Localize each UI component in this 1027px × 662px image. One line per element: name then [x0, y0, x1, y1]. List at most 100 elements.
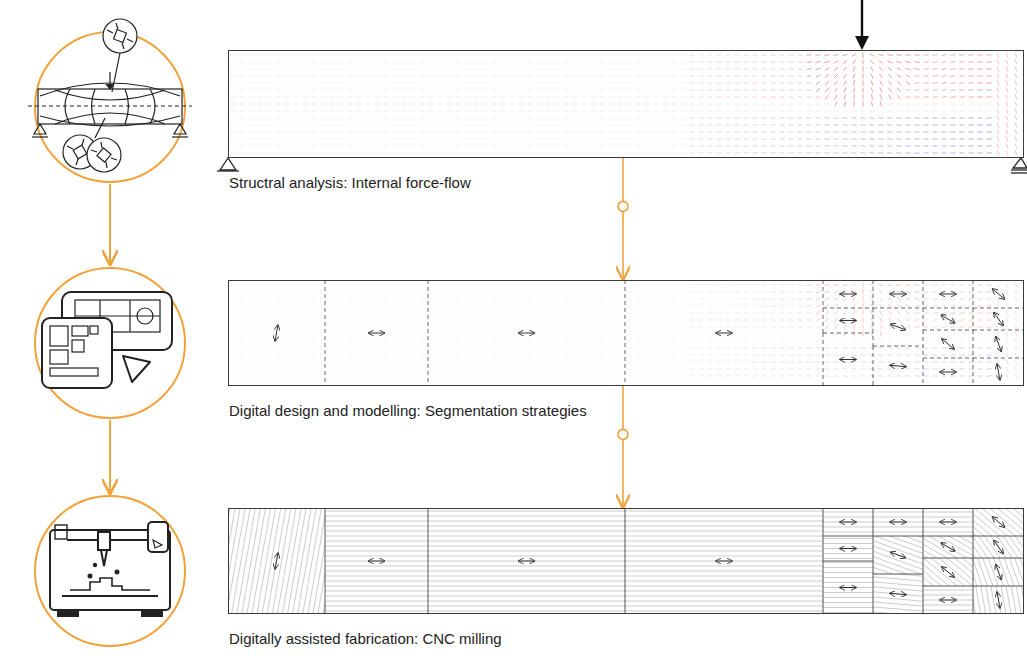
force-flow-dash [959, 75, 964, 77]
force-flow-dash [257, 320, 262, 321]
force-flow-dash [644, 355, 649, 356]
force-flow-dash [788, 82, 793, 84]
force-flow-dash [743, 131, 748, 133]
force-flow-dash [590, 334, 595, 335]
force-flow-dash [302, 139, 307, 140]
force-flow-dash [491, 313, 496, 314]
force-flow-dash [734, 145, 739, 147]
force-flow-dash [545, 376, 550, 377]
force-flow-dash [320, 320, 325, 321]
force-flow-dash [644, 90, 649, 91]
force-flow-dash [851, 111, 856, 112]
force-flow-dash [968, 104, 973, 105]
force-flow-dash [872, 101, 873, 106]
force-flow-dash [932, 68, 937, 70]
force-flow-dash [266, 146, 271, 147]
force-flow-dash [896, 145, 901, 147]
force-flow-dash [923, 138, 928, 139]
force-flow-dash [302, 90, 307, 91]
force-flow-dash [653, 285, 658, 286]
force-flow-dash [617, 320, 622, 321]
force-flow-dash [707, 75, 712, 77]
force-flow-dash [626, 146, 631, 147]
force-flow-dash [311, 118, 316, 119]
force-flow-dash [770, 61, 775, 62]
force-flow-dash [536, 334, 541, 335]
force-flow-dash [500, 62, 505, 63]
force-flow-dash [455, 153, 460, 154]
force-flow-dash [419, 153, 424, 154]
force-flow-dash [653, 146, 658, 147]
force-flow-dash [1006, 88, 1008, 93]
force-flow-dash [428, 313, 433, 314]
force-flow-dash [923, 152, 928, 153]
force-flow-dash [428, 139, 433, 140]
force-flow-dash [455, 146, 460, 147]
force-flow-dash [356, 313, 361, 314]
force-flow-dash [374, 285, 379, 286]
force-flow-dash [932, 117, 937, 118]
force-flow-dash [311, 348, 316, 349]
force-flow-dash [941, 69, 946, 70]
force-flow-dash [320, 285, 325, 286]
force-flow-dash [644, 55, 649, 56]
force-flow-dash [428, 341, 433, 342]
force-flow-dash [816, 81, 820, 84]
force-flow-dash [617, 118, 622, 119]
force-flow-dash [347, 97, 352, 98]
force-flow-dash [509, 69, 514, 70]
force-flow-dash [860, 145, 865, 147]
force-flow-dash [500, 348, 505, 349]
force-flow-dash [284, 69, 289, 70]
force-flow-dash [590, 55, 595, 56]
force-flow-dash [1015, 137, 1017, 142]
force-flow-dash [889, 95, 892, 99]
force-flow-dash [1015, 116, 1017, 121]
force-flow-dash [888, 61, 893, 63]
force-flow-dash [410, 341, 415, 342]
force-flow-dash [536, 320, 541, 321]
force-flow-dash [230, 118, 235, 119]
force-flow-dash [302, 292, 307, 293]
force-flow-dash [835, 88, 838, 92]
force-flow-dash [365, 104, 370, 105]
force-flow-dash [716, 111, 721, 112]
force-flow-dash [923, 131, 928, 132]
force-flow-dash [392, 83, 397, 84]
force-flow-dash [834, 74, 838, 78]
force-flow-dash [392, 69, 397, 70]
force-flow-dash [410, 355, 415, 356]
force-flow-dash [419, 118, 424, 119]
force-flow-dash [752, 55, 757, 56]
force-flow-dash [843, 54, 848, 55]
force-flow-dash [518, 285, 523, 286]
force-flow-dash [599, 118, 604, 119]
force-flow-dash [338, 146, 343, 147]
force-flow-dash [779, 118, 784, 119]
force-flow-dash [626, 69, 631, 70]
force-flow-dash [889, 88, 892, 92]
force-flow-dash [617, 69, 622, 70]
force-flow-dash [266, 139, 271, 140]
force-flow-dash [599, 320, 604, 321]
force-flow-dash [419, 132, 424, 133]
force-flow-dash [527, 139, 532, 140]
force-flow-dash [392, 62, 397, 63]
force-flow-dash [554, 139, 559, 140]
force-flow-dash [590, 376, 595, 377]
force-flow-dash [554, 348, 559, 349]
force-flow-dash [320, 90, 325, 91]
force-flow-dash [581, 104, 586, 105]
force-flow-dash [374, 355, 379, 356]
force-flow-dash [572, 153, 577, 154]
force-flow-dash [941, 62, 946, 63]
force-flow-dash [879, 61, 883, 64]
force-flow-dash [1015, 81, 1017, 86]
force-flow-dash [563, 376, 568, 377]
force-flow-dash [599, 125, 604, 126]
force-flow-dash [834, 61, 839, 63]
force-flow-dash [536, 69, 541, 70]
force-flow-dash [347, 320, 352, 321]
force-flow-dash [554, 285, 559, 286]
